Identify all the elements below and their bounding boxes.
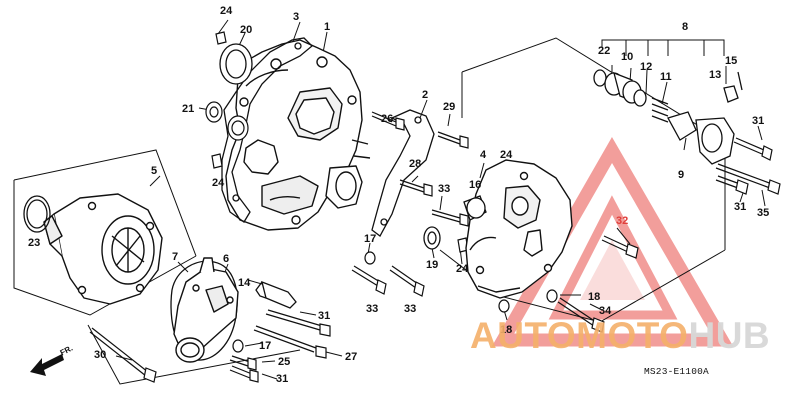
callout-8: 8 — [682, 21, 689, 33]
callout-22: 22 — [598, 45, 611, 57]
callout-24: 24 — [456, 263, 469, 275]
callout-2: 2 — [422, 89, 429, 101]
callout-14: 14 — [238, 277, 251, 289]
callout-21: 21 — [182, 103, 195, 115]
callout-19: 19 — [426, 259, 439, 271]
callout-1: 1 — [324, 21, 331, 33]
callout-13: 13 — [709, 69, 722, 81]
callout-33: 33 — [438, 183, 451, 195]
callout-24: 24 — [500, 149, 513, 161]
callout-17: 17 — [259, 340, 272, 352]
callout-23: 23 — [28, 237, 41, 249]
callout-33: 33 — [404, 303, 417, 315]
watermark-brand-part2: HUB — [688, 315, 771, 356]
callout-32: 32 — [616, 215, 629, 227]
callout-16: 16 — [469, 179, 482, 191]
callout-18: 18 — [500, 324, 513, 336]
diagram-code: MS23-E1100A — [644, 366, 709, 377]
callout-3: 3 — [293, 11, 300, 23]
callout-10: 10 — [621, 51, 634, 63]
callout-5: 5 — [151, 165, 158, 177]
callout-6: 6 — [223, 253, 230, 265]
watermark-brand-part1: AUTOMOTO — [470, 315, 689, 356]
part-8-thermostat-assembly — [593, 69, 743, 165]
callout-33: 33 — [366, 303, 379, 315]
front-direction-arrow-icon — [30, 354, 64, 376]
callout-29: 29 — [443, 101, 456, 113]
callout-24: 24 — [220, 5, 233, 17]
callout-31: 31 — [318, 310, 331, 322]
callout-35: 35 — [757, 207, 770, 219]
callout-4: 4 — [480, 149, 487, 161]
assembly-frame-lines — [13, 19, 766, 385]
callout-28: 28 — [409, 158, 422, 170]
callout-9: 9 — [678, 169, 685, 181]
callout-11: 11 — [660, 71, 672, 83]
part-3-gasket — [221, 37, 313, 223]
part-16-collar — [463, 195, 487, 221]
part-5-water-pump — [43, 193, 163, 305]
callout-25: 25 — [278, 356, 291, 368]
callout-31: 31 — [734, 201, 747, 213]
part-2-gasket — [371, 109, 435, 237]
callout-15: 15 — [725, 55, 738, 67]
bolts — [89, 111, 781, 383]
callout-17: 17 — [364, 233, 377, 245]
callout-18: 18 — [588, 291, 601, 303]
callout-31: 31 — [752, 115, 765, 127]
callout-34: 34 — [599, 305, 612, 317]
callout-30: 30 — [94, 349, 107, 361]
part-6-pump-cover — [173, 257, 239, 363]
callout-26: 26 — [381, 113, 394, 125]
callout-20: 20 — [240, 24, 253, 36]
watermark-brand: AUTOMOTOHUB — [470, 316, 770, 356]
o-ring-left — [227, 115, 249, 141]
callout-31: 31 — [276, 373, 289, 385]
part-14-bracket — [255, 280, 297, 309]
callout-12: 12 — [640, 61, 653, 73]
part-21-bearing — [205, 101, 223, 123]
part-4-right-cover — [465, 159, 573, 299]
part-20-oil-seal — [219, 43, 253, 85]
part-23-o-ring — [23, 195, 51, 233]
callout-7: 7 — [172, 251, 179, 263]
part-19-seal — [423, 226, 441, 250]
callout-27: 27 — [345, 351, 358, 363]
callout-24: 24 — [212, 177, 225, 189]
